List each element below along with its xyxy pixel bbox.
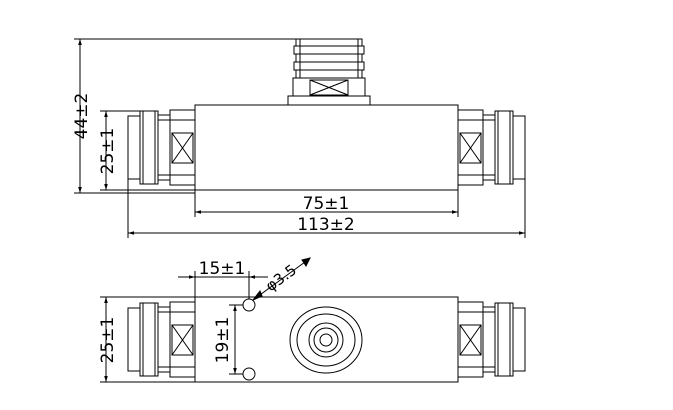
mounting-hole-top (242, 298, 256, 312)
top-view-dimensions (100, 257, 311, 383)
right-connector-front (457, 109, 526, 186)
right-connector-top (457, 301, 526, 378)
center-connector-top (289, 306, 363, 374)
left-connector-front (127, 109, 196, 186)
front-view (127, 38, 526, 191)
dim-body-height-front: 25±1 (98, 128, 118, 175)
top-connector (287, 38, 371, 106)
top-view-body (194, 296, 459, 383)
dim-hole-diameter: φ3.5 (262, 261, 300, 295)
dim-hole-spacing: 15±1 (199, 259, 246, 279)
mounting-hole-bottom (242, 367, 256, 381)
dim-body-length: 75±1 (303, 194, 350, 214)
top-view (127, 296, 526, 383)
dim-overall-height: 44±2 (72, 93, 92, 140)
dim-body-height-top: 25±1 (98, 317, 118, 364)
left-connector-top (127, 301, 196, 378)
front-view-body (194, 104, 459, 191)
front-view-dimensions (74, 38, 526, 238)
dim-hole-offset: 19±1 (213, 317, 233, 364)
dim-overall-length: 113±2 (297, 215, 355, 235)
